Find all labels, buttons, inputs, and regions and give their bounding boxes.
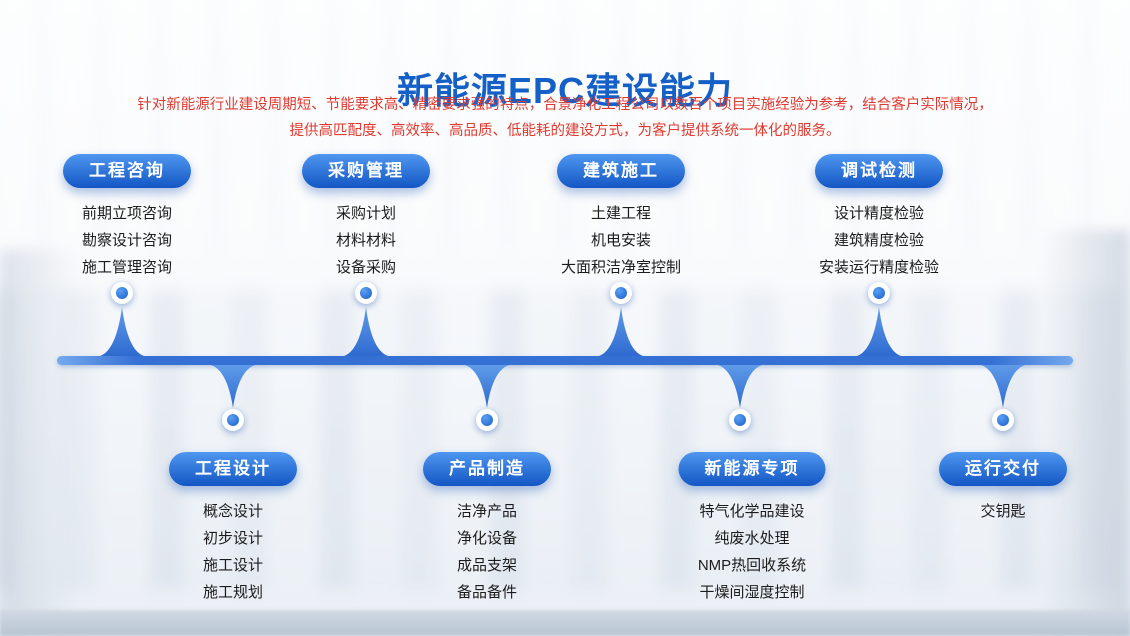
stage-item: 施工设计 bbox=[202, 557, 263, 574]
stage-item: 采购计划 bbox=[335, 205, 396, 222]
stage-item-list: 设计精度检验 建筑精度检验 安装运行精度检验 bbox=[815, 200, 943, 281]
stage-item: 净化设备 bbox=[456, 530, 517, 547]
timeline-node-dot bbox=[360, 287, 372, 299]
stage-item-list: 交钥匙 bbox=[939, 498, 1067, 525]
stage-item: 特气化学品建设 bbox=[699, 503, 805, 520]
stage-engineering-design: 工程设计 概念设计 初步设计 施工设计 施工规划 bbox=[169, 452, 297, 606]
stage-item: 成品支架 bbox=[456, 557, 517, 574]
stage-pill-operation-delivery: 运行交付 bbox=[939, 452, 1067, 486]
page-title: 新能源EPC建设能力 bbox=[396, 70, 734, 112]
stage-item-list: 特气化学品建设 纯废水处理 NMP热回收系统 干燥间湿度控制 bbox=[679, 498, 826, 606]
stage-item: 初步设计 bbox=[202, 530, 263, 547]
timeline-node-dot bbox=[734, 414, 746, 426]
stage-item: 设计精度检验 bbox=[833, 205, 924, 222]
timeline-connector-icon bbox=[211, 365, 255, 408]
stage-product-manufacturing: 产品制造 洁净产品 净化设备 成品支架 备品备件 bbox=[423, 452, 551, 606]
stage-building-construction: 建筑施工 土建工程 机电安装 大面积洁净室控制 bbox=[557, 154, 685, 281]
timeline-bar bbox=[57, 356, 1073, 365]
stage-item: 纯废水处理 bbox=[714, 530, 790, 547]
stage-engineering-consulting: 工程咨询 前期立项咨询 勘察设计咨询 施工管理咨询 bbox=[63, 154, 191, 281]
stage-pill-product-manufacturing: 产品制造 bbox=[423, 452, 551, 486]
timeline-node bbox=[610, 282, 632, 304]
stage-item: 洁净产品 bbox=[456, 503, 517, 520]
stage-procurement-management: 采购管理 采购计划 材料材料 设备采购 bbox=[302, 154, 430, 281]
stage-item: 前期立项咨询 bbox=[81, 205, 172, 222]
timeline-connector-icon bbox=[465, 365, 509, 408]
stage-pill-engineering-design: 工程设计 bbox=[169, 452, 297, 486]
timeline-node bbox=[729, 409, 751, 431]
stage-operation-delivery: 运行交付 交钥匙 bbox=[939, 452, 1067, 525]
timeline-node bbox=[476, 409, 498, 431]
timeline-connector-icon bbox=[718, 365, 762, 408]
timeline-connector-icon bbox=[981, 365, 1025, 408]
page-subtitle: 针对新能源行业建设周期短、节能要求高、精密要求强的特点，合景净化工程公司以数百个… bbox=[0, 92, 1130, 144]
stage-item-list: 前期立项咨询 勘察设计咨询 施工管理咨询 bbox=[63, 200, 191, 281]
stage-item: 大面积洁净室控制 bbox=[560, 259, 681, 276]
stage-item: 备品备件 bbox=[456, 584, 517, 601]
stage-item-list: 土建工程 机电安装 大面积洁净室控制 bbox=[557, 200, 685, 281]
stage-item: 建筑精度检验 bbox=[833, 232, 924, 249]
stage-item: 勘察设计咨询 bbox=[81, 232, 172, 249]
timeline-connector-icon bbox=[344, 307, 388, 356]
timeline-node bbox=[355, 282, 377, 304]
subtitle-line-2: 提供高匹配度、高效率、高品质、低能耗的建设方式，为客户提供系统一体化的服务。 bbox=[289, 123, 841, 139]
stage-pill-commissioning-testing: 调试检测 bbox=[815, 154, 943, 188]
stage-item: 施工规划 bbox=[202, 584, 263, 601]
subtitle-line-1: 针对新能源行业建设周期短、节能要求高、精密要求强的特点，合景净化工程公司以数百个… bbox=[137, 97, 993, 113]
background-left-equipment bbox=[0, 250, 80, 636]
timeline-node bbox=[868, 282, 890, 304]
stage-new-energy-special: 新能源专项 特气化学品建设 纯废水处理 NMP热回收系统 干燥间湿度控制 bbox=[678, 452, 826, 606]
stage-item: 土建工程 bbox=[590, 205, 651, 222]
timeline-node-dot bbox=[997, 414, 1009, 426]
background-right-equipment bbox=[1040, 230, 1130, 636]
stage-item: 概念设计 bbox=[202, 503, 263, 520]
stage-item-list: 洁净产品 净化设备 成品支架 备品备件 bbox=[423, 498, 551, 606]
timeline-node-dot bbox=[481, 414, 493, 426]
timeline-node bbox=[111, 282, 133, 304]
stage-item-list: 采购计划 材料材料 设备采购 bbox=[302, 200, 430, 281]
stage-pill-new-energy-special: 新能源专项 bbox=[678, 452, 826, 486]
timeline-connector-icon bbox=[599, 307, 643, 356]
stage-item: 安装运行精度检验 bbox=[818, 259, 939, 276]
stage-item: 设备采购 bbox=[335, 259, 396, 276]
stage-item: 干燥间湿度控制 bbox=[699, 584, 805, 601]
stage-item: 材料材料 bbox=[335, 232, 396, 249]
stage-item: NMP热回收系统 bbox=[697, 557, 807, 574]
timeline-node bbox=[992, 409, 1014, 431]
stage-item: 施工管理咨询 bbox=[81, 259, 172, 276]
timeline-node-dot bbox=[116, 287, 128, 299]
timeline-connector-icon bbox=[857, 307, 901, 356]
timeline-connector-icon bbox=[100, 307, 144, 356]
stage-pill-building-construction: 建筑施工 bbox=[557, 154, 685, 188]
background-floor bbox=[0, 610, 1130, 636]
timeline-node-dot bbox=[615, 287, 627, 299]
stage-commissioning-testing: 调试检测 设计精度检验 建筑精度检验 安装运行精度检验 bbox=[815, 154, 943, 281]
stage-pill-engineering-consulting: 工程咨询 bbox=[63, 154, 191, 188]
stage-item-list: 概念设计 初步设计 施工设计 施工规划 bbox=[169, 498, 297, 606]
timeline-node bbox=[222, 409, 244, 431]
stage-pill-procurement-management: 采购管理 bbox=[302, 154, 430, 188]
timeline-node-dot bbox=[873, 287, 885, 299]
timeline-node-dot bbox=[227, 414, 239, 426]
stage-item: 机电安装 bbox=[590, 232, 651, 249]
stage-item: 交钥匙 bbox=[980, 503, 1026, 520]
